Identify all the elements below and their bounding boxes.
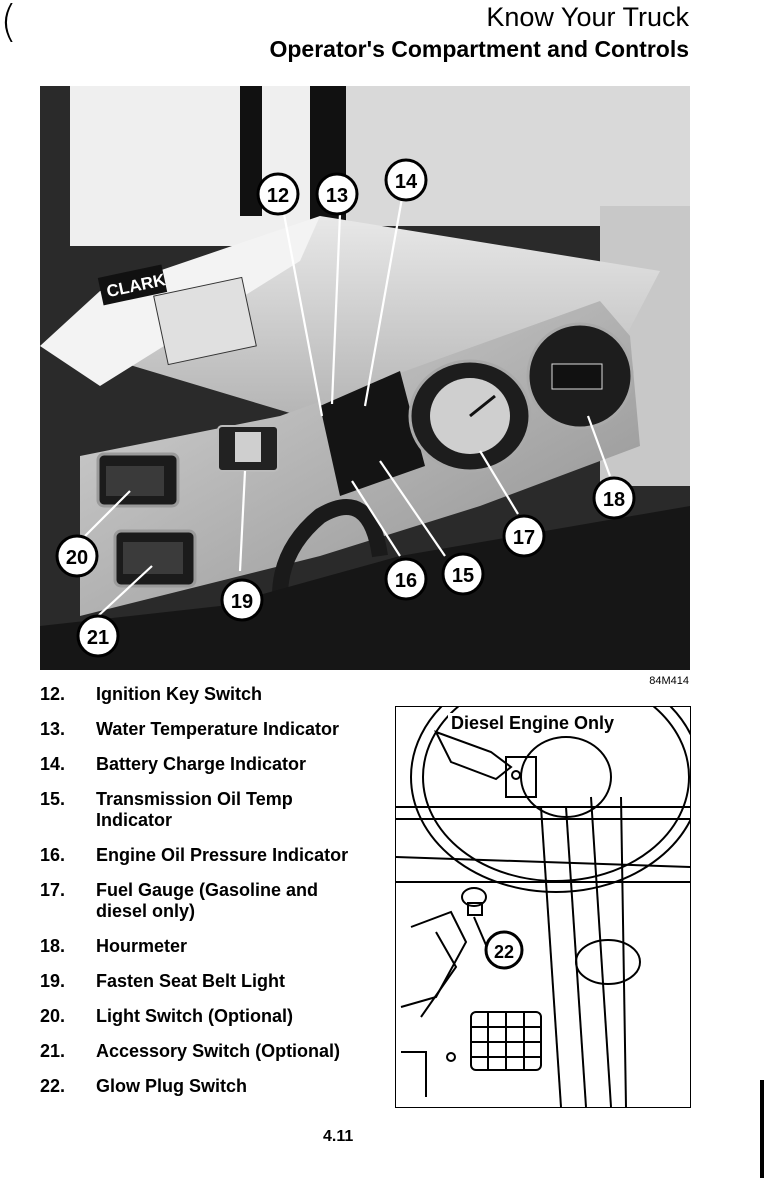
legend-item: 12. Ignition Key Switch <box>40 684 390 705</box>
legend-number: 21. <box>40 1041 66 1061</box>
legend-number: 14. <box>40 754 66 774</box>
legend-item: 19. Fasten Seat Belt Light <box>40 971 390 992</box>
svg-text:22: 22 <box>494 942 514 962</box>
photo-reference-code: 84M414 <box>649 675 689 687</box>
callout-18: 18 <box>592 476 636 520</box>
legend-item: 18. Hourmeter <box>40 936 390 957</box>
svg-text:14: 14 <box>395 171 418 193</box>
right-edge-bar <box>760 1080 764 1178</box>
legend-number: 16. <box>40 845 66 865</box>
inset-title: Diesel Engine Only <box>448 713 618 734</box>
legend-text: Light Switch (Optional) <box>96 1006 293 1026</box>
legend-text: Fuel Gauge (Gasoline and diesel only) <box>96 880 319 921</box>
legend-item: 13. Water Temperature Indicator <box>40 719 390 740</box>
page-edge-parenthesis: ( <box>0 0 18 47</box>
callout-13: 13 <box>315 172 359 216</box>
legend-text: Engine Oil Pressure Indicator <box>96 845 349 865</box>
legend-text: Fasten Seat Belt Light <box>96 971 286 991</box>
legend-number: 17. <box>40 880 66 900</box>
callout-21: 21 <box>76 614 120 658</box>
legend-item: 22. Glow Plug Switch <box>40 1076 390 1097</box>
page-subtitle: Operator's Compartment and Controls <box>269 36 689 62</box>
diesel-inset-diagram: 22 Diesel Engine Only <box>395 706 691 1108</box>
svg-text:15: 15 <box>452 565 474 587</box>
legend-text: Accessory Switch (Optional) <box>96 1041 341 1061</box>
callout-12: 12 <box>256 172 300 216</box>
legend-text: Water Temperature Indicator <box>96 719 340 739</box>
legend-number: 20. <box>40 1006 66 1026</box>
legend-text: Battery Charge Indicator <box>96 754 307 774</box>
svg-text:17: 17 <box>513 527 535 549</box>
svg-text:20: 20 <box>66 547 88 569</box>
svg-text:19: 19 <box>231 591 253 613</box>
legend-text: Transmission Oil Temp Indicator <box>96 789 293 830</box>
callout-22: 22 <box>484 930 524 970</box>
dashboard-photo-illustration: CLARK <box>40 86 690 670</box>
callout-20: 20 <box>55 534 99 578</box>
legend-item: 21. Accessory Switch (Optional) <box>40 1041 390 1062</box>
legend-number: 22. <box>40 1076 66 1096</box>
legend-number: 13. <box>40 719 66 739</box>
legend-number: 15. <box>40 789 66 809</box>
callout-14: 14 <box>384 158 428 202</box>
legend-item: 17. Fuel Gauge (Gasoline and diesel only) <box>40 880 390 922</box>
svg-text:12: 12 <box>267 185 289 207</box>
svg-text:21: 21 <box>87 627 109 649</box>
legend-item: 15. Transmission Oil Temp Indicator <box>40 789 390 831</box>
page-title: Know Your Truck <box>486 2 689 32</box>
legend-number: 19. <box>40 971 66 991</box>
steering-column-illustration: 22 <box>396 707 690 1107</box>
legend-text: Hourmeter <box>96 936 188 956</box>
callout-16: 16 <box>384 557 428 601</box>
page-number: 4.11 <box>323 1128 354 1145</box>
legend-text: Ignition Key Switch <box>96 684 263 704</box>
callout-17: 17 <box>502 514 546 558</box>
svg-text:16: 16 <box>395 570 417 592</box>
legend-text: Glow Plug Switch <box>96 1076 248 1096</box>
svg-text:18: 18 <box>603 489 625 511</box>
svg-text:13: 13 <box>326 185 348 207</box>
legend-number: 12. <box>40 684 66 704</box>
legend-item: 14. Battery Charge Indicator <box>40 754 390 775</box>
dashboard-photo: CLARK <box>40 86 690 670</box>
legend-item: 20. Light Switch (Optional) <box>40 1006 390 1027</box>
callout-15: 15 <box>441 552 485 596</box>
controls-legend: 12. Ignition Key Switch 13. Water Temperat… <box>40 684 390 1111</box>
legend-item: 16. Engine Oil Pressure Indicator <box>40 845 390 866</box>
callout-19: 19 <box>220 578 264 622</box>
legend-number: 18. <box>40 936 66 956</box>
